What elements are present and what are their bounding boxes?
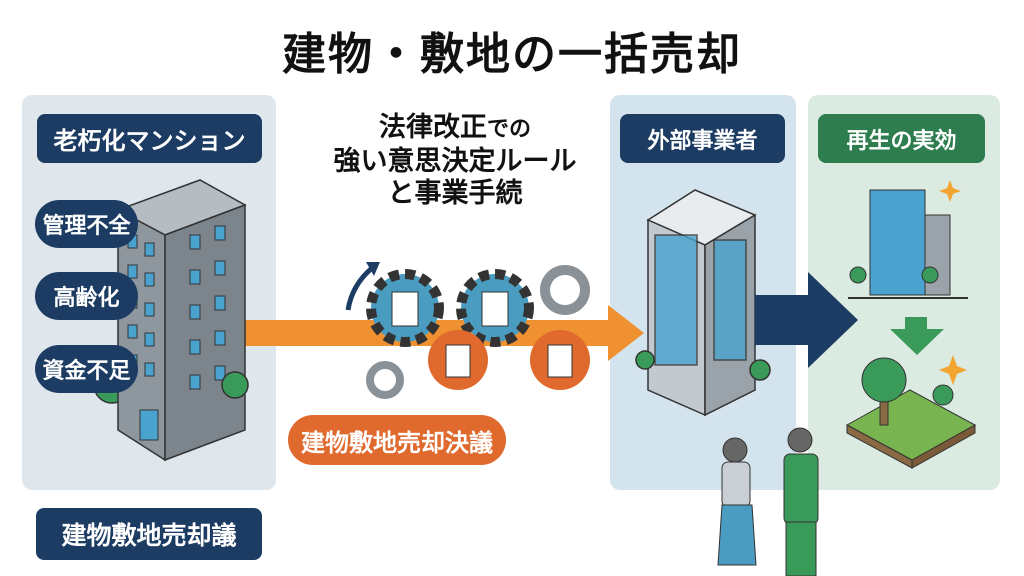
issue-badge: 資金不足 [35, 345, 138, 393]
page-title: 建物・敷地の一括売却 [282, 29, 742, 80]
regeneration-label: 再生の実効 [818, 114, 985, 163]
result-arrow [755, 272, 858, 368]
process-text: での [486, 117, 531, 142]
renewed-building-illustration [848, 180, 968, 299]
gears-illustration [345, 262, 590, 399]
gear-icon [530, 330, 590, 390]
new-building-illustration [635, 189, 771, 417]
gear-icon [366, 269, 444, 347]
resolution-badge: 建物敷地売却決議 [288, 415, 506, 465]
gear-icon [366, 361, 404, 399]
process-text: 強い意思決定ルール [333, 146, 577, 177]
gear-icon [428, 330, 488, 390]
aging-condo-label: 老朽化マンション [37, 114, 262, 163]
developer-label: 外部事業者 [620, 114, 785, 163]
issue-badge: 高齢化 [35, 272, 138, 320]
down-arrow-icon [890, 317, 944, 355]
process-text: と事業手続 [387, 178, 523, 209]
people-illustration [717, 427, 819, 576]
old-building-illustration [93, 179, 249, 462]
law-revision-text: 法律改正 [378, 112, 487, 143]
issue-badge: 管理不全 [35, 200, 138, 248]
gear-icon [540, 265, 590, 315]
park-illustration [845, 355, 977, 469]
bottom-label: 建物敷地売却議 [36, 508, 262, 560]
process-description: 法律改正での 強い意思決定ルール と事業手続 [330, 112, 580, 210]
gear-icon [456, 269, 534, 347]
